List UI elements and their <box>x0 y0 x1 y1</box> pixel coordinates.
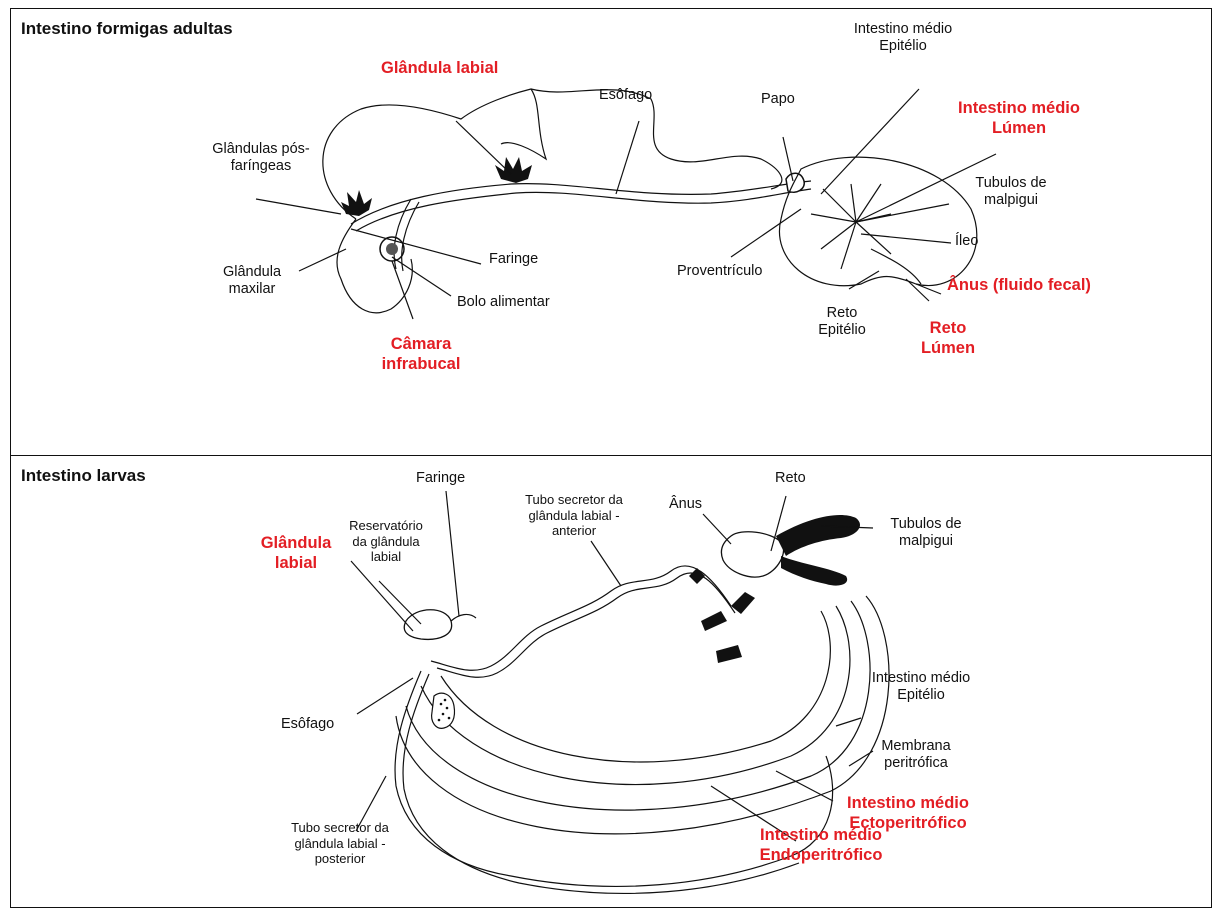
midgut-epithelium-outer <box>421 606 850 785</box>
label-posterior-tube: Tubo secretor da glândula labial - poste… <box>275 820 405 867</box>
peritrophic-outer <box>406 601 870 810</box>
label-labial-gland: Glândula labial <box>251 534 341 574</box>
label-esophagus: Esôfago <box>281 716 334 733</box>
label-esophagus: Esôfago <box>599 87 652 104</box>
label-infrabuccal-chamber: Câmara infrabucal <box>366 335 476 375</box>
adult-gut-illustration <box>11 9 1211 455</box>
label-rectum-epithelium: Reto Epitélio <box>807 305 877 340</box>
label-proventriculus: Proventrículo <box>677 263 762 280</box>
larva-gut-panel: Intestino larvas <box>10 456 1212 908</box>
label-malpighian-tubules: Tubulos de malpigui <box>961 175 1061 210</box>
label-postpharyngeal-glands: Glândulas pós-faríngeas <box>201 141 321 176</box>
esophagus-tube-b <box>356 189 811 231</box>
gaster-outline <box>779 157 976 286</box>
label-malpighian-tubules: Tubulos de malpigui <box>881 516 971 551</box>
label-midgut-epithelium: Intestino médio Epitélio <box>861 670 981 705</box>
postpharyngeal-gland-shape <box>341 190 372 216</box>
label-maxillary-gland: Glândula maxilar <box>207 264 297 299</box>
label-midgut-lumen: Intestino médio Lúmen <box>929 99 1109 139</box>
label-pharynx: Faringe <box>416 470 465 487</box>
crop-shape <box>786 173 804 192</box>
label-crop: Papo <box>761 91 795 108</box>
label-ileum: Íleo <box>955 233 978 250</box>
malpighian-tubule-shape <box>776 515 860 556</box>
label-labial-reservoir: Reservatório da glândula labial <box>341 518 431 565</box>
labial-gland-shape <box>495 157 532 183</box>
label-pharynx: Faringe <box>489 251 538 268</box>
head-outline <box>323 89 546 219</box>
label-labial-gland: Glândula labial <box>381 59 498 79</box>
midgut-epithelium-inner <box>441 611 830 762</box>
label-endoperitrophic: Intestino médio Endoperitrófico <box>741 826 901 866</box>
label-rectum-lumen: Reto Lúmen <box>913 319 983 359</box>
label-rectum: Reto <box>775 470 806 487</box>
label-peritrophic-membrane: Membrana peritrófica <box>866 738 966 773</box>
label-anterior-tube: Tubo secretor da glândula labial - anter… <box>509 492 639 539</box>
label-anus: Ânus (fluido fecal) <box>947 276 1091 296</box>
adult-ant-gut-panel: Intestino formigas adultas <box>10 8 1212 456</box>
esophagus-tube-a <box>351 181 811 224</box>
label-midgut-epithelium: Intestino médio Epitélio <box>843 21 963 56</box>
label-food-bolus: Bolo alimentar <box>457 294 550 311</box>
mouth-outline <box>337 219 412 313</box>
thorax-outline <box>531 89 782 189</box>
label-anus: Ânus <box>669 496 702 513</box>
